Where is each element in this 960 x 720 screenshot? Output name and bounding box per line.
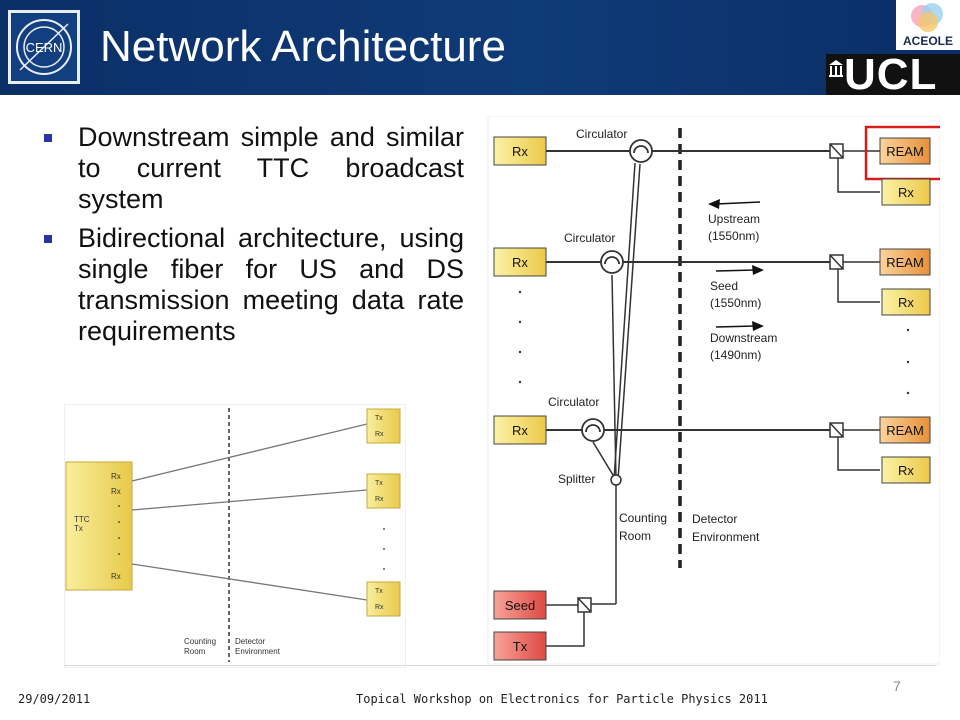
bullet-icon (44, 134, 52, 142)
cern-logo: CERN (8, 10, 80, 84)
txrx-box (366, 408, 401, 444)
fiber-line (131, 563, 368, 601)
fiber-line (131, 423, 368, 482)
box-rx-label: Rx (375, 431, 384, 438)
rx-box-label: Rx (512, 423, 528, 438)
bullet-text: Downstream simple and similar to current… (78, 122, 464, 214)
rx-label: Rx (111, 472, 121, 481)
tx-box (493, 631, 547, 661)
counting-room-label: Room (619, 529, 651, 543)
bullet-icon (44, 235, 52, 243)
downstream-label: (1490nm) (710, 348, 761, 362)
ream-box-label: REAM (886, 144, 924, 159)
ttc-box (65, 461, 133, 591)
ream-box-label: REAM (886, 255, 924, 270)
detector-env-label: Detector (235, 637, 266, 646)
seed-box (493, 590, 547, 620)
coupler-icon (829, 422, 844, 438)
ream-box-label: REAM (886, 423, 924, 438)
tx-box-label: Tx (513, 639, 528, 654)
ucl-logo-text: UCL (844, 50, 938, 99)
footer-rule (64, 665, 936, 666)
counting-room-label: Counting (184, 637, 216, 646)
ream-box (879, 248, 931, 276)
coupler-icon (829, 143, 844, 159)
ream-box (879, 416, 931, 444)
bullet-list: Downstream simple and similar to current… (44, 122, 464, 355)
aceole-logo-text: ACEOLE (902, 34, 953, 48)
page-number: 7 (893, 678, 901, 694)
bullet-item: Downstream simple and similar to current… (44, 122, 464, 215)
arrow-left-icon (708, 199, 761, 209)
rx-box (493, 247, 547, 277)
box-tx-label: Tx (375, 480, 383, 487)
fiber-line (131, 489, 368, 511)
detector-env-label: Detector (692, 512, 737, 526)
slide-header: CERN Network Architecture ACEOLE UCL (0, 0, 960, 99)
circulator-icon (600, 250, 624, 274)
ream-box (879, 137, 931, 165)
circulator-icon (629, 139, 653, 163)
upstream-label: (1550nm) (708, 229, 759, 243)
box-rx-label: Rx (375, 604, 384, 611)
counting-room-label: Counting (619, 511, 667, 525)
bidirectional-architecture-diagram: Rx Rx Rx Seed Tx REAM Rx REAM Rx REAM Rx… (487, 116, 940, 665)
rx-box-label: Rx (898, 463, 914, 478)
cern-logo-text: CERN (26, 40, 63, 55)
rx-box (881, 178, 931, 206)
ucl-logo: UCL (826, 50, 960, 99)
coupler-icon (829, 254, 844, 270)
aceole-logo: ACEOLE (896, 0, 960, 50)
seed-wave-label: (1550nm) (710, 296, 761, 310)
rx-label: Rx (111, 487, 121, 496)
circulator-label: Circulator (564, 231, 615, 245)
rx-box (493, 136, 547, 166)
arrow-right-icon (715, 321, 764, 331)
rx-box-label: Rx (512, 144, 528, 159)
ttc-label: TTC (74, 515, 90, 524)
rx-box (493, 415, 547, 445)
detector-env-label: Environment (692, 530, 760, 544)
rx-box (881, 288, 931, 316)
counting-room-label: Room (184, 647, 206, 656)
circulator-icon (581, 418, 605, 442)
rx-box-label: Rx (512, 255, 528, 270)
bullet-item: Bidirectional architecture, using single… (44, 223, 464, 347)
box-tx-label: Tx (375, 415, 383, 422)
seed-box-label: Seed (505, 598, 535, 613)
box-rx-label: Rx (375, 496, 384, 503)
circulator-label: Circulator (548, 395, 599, 409)
detector-env-label: Environment (235, 647, 281, 656)
arrow-right-icon (715, 265, 764, 275)
ttc-tx-label: Tx (74, 524, 83, 533)
rx-box-label: Rx (898, 185, 914, 200)
txrx-box (366, 581, 401, 617)
page-title: Network Architecture (100, 22, 506, 71)
upstream-label: Upstream (708, 212, 760, 226)
footer-title: Topical Workshop on Electronics for Part… (356, 692, 768, 706)
seed-wave-label: Seed (710, 279, 738, 293)
circulator-label: Circulator (576, 127, 627, 141)
coupler-icon (577, 597, 592, 613)
bullet-text: Bidirectional architecture, using single… (78, 223, 464, 346)
aceole-logo-icon (911, 3, 943, 32)
footer-date: 29/09/2011 (18, 692, 91, 706)
box-tx-label: Tx (375, 588, 383, 595)
splitter-label: Splitter (558, 472, 595, 486)
rx-label: Rx (111, 572, 121, 581)
portico-icon (829, 60, 843, 77)
downstream-label: Downstream (710, 331, 777, 345)
rx-box (881, 456, 931, 484)
ttc-broadcast-diagram: TTC Tx Rx Rx Rx Tx Rx Tx Rx Tx Rx Counti… (64, 404, 406, 668)
rx-box-label: Rx (898, 295, 914, 310)
txrx-box (366, 473, 401, 509)
splitter-icon (610, 474, 622, 486)
